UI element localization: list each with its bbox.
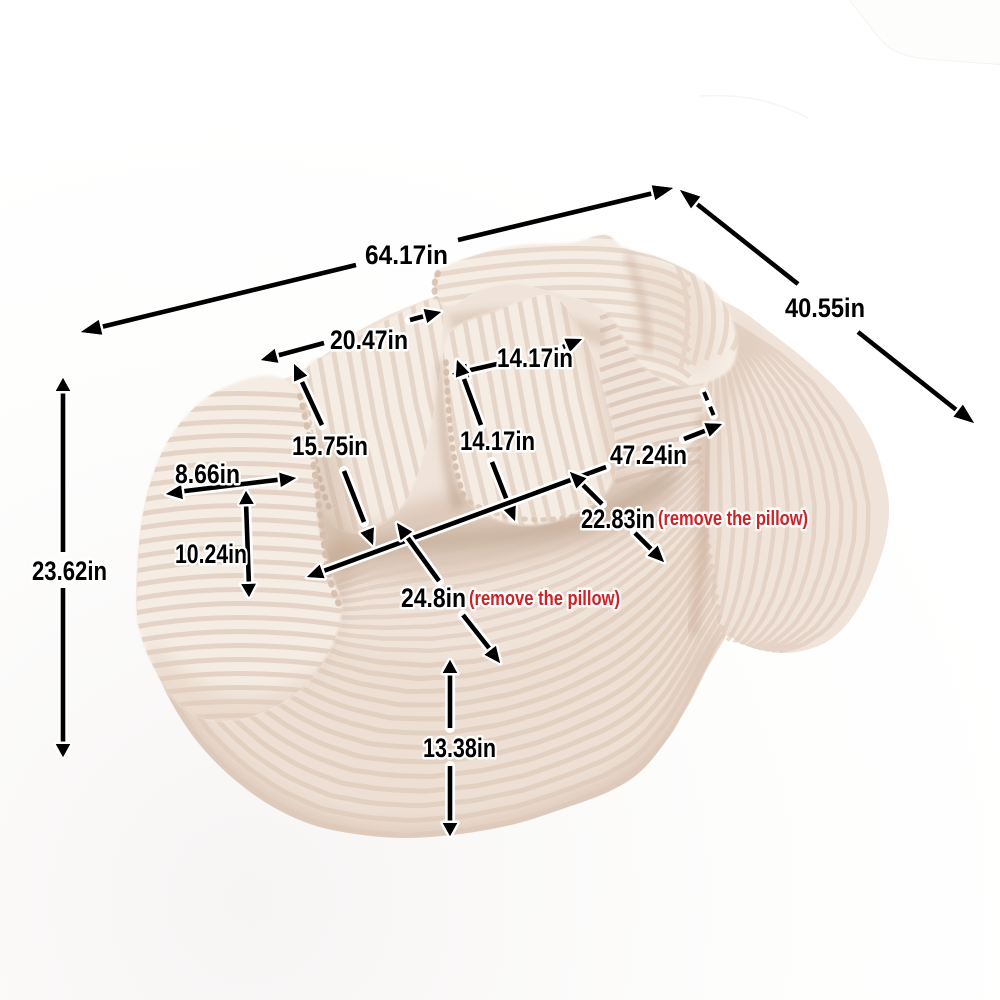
svg-text:40.55in: 40.55in <box>785 293 865 323</box>
svg-text:23.62in: 23.62in <box>32 556 107 586</box>
svg-text:47.24in: 47.24in <box>610 440 687 470</box>
svg-text:22.83in: 22.83in <box>581 504 655 534</box>
svg-text:(remove the pillow): (remove the pillow) <box>469 588 620 610</box>
svg-text:8.66in: 8.66in <box>175 459 240 489</box>
svg-text:14.17in: 14.17in <box>497 343 573 373</box>
svg-text:(remove the pillow): (remove the pillow) <box>658 508 808 530</box>
svg-text:15.75in: 15.75in <box>292 431 368 461</box>
svg-text:10.24in: 10.24in <box>175 539 247 569</box>
svg-text:14.17in: 14.17in <box>460 426 535 456</box>
svg-text:13.38in: 13.38in <box>423 733 496 763</box>
svg-text:24.8in: 24.8in <box>401 583 466 613</box>
svg-text:20.47in: 20.47in <box>330 325 408 355</box>
svg-text:64.17in: 64.17in <box>365 240 448 270</box>
